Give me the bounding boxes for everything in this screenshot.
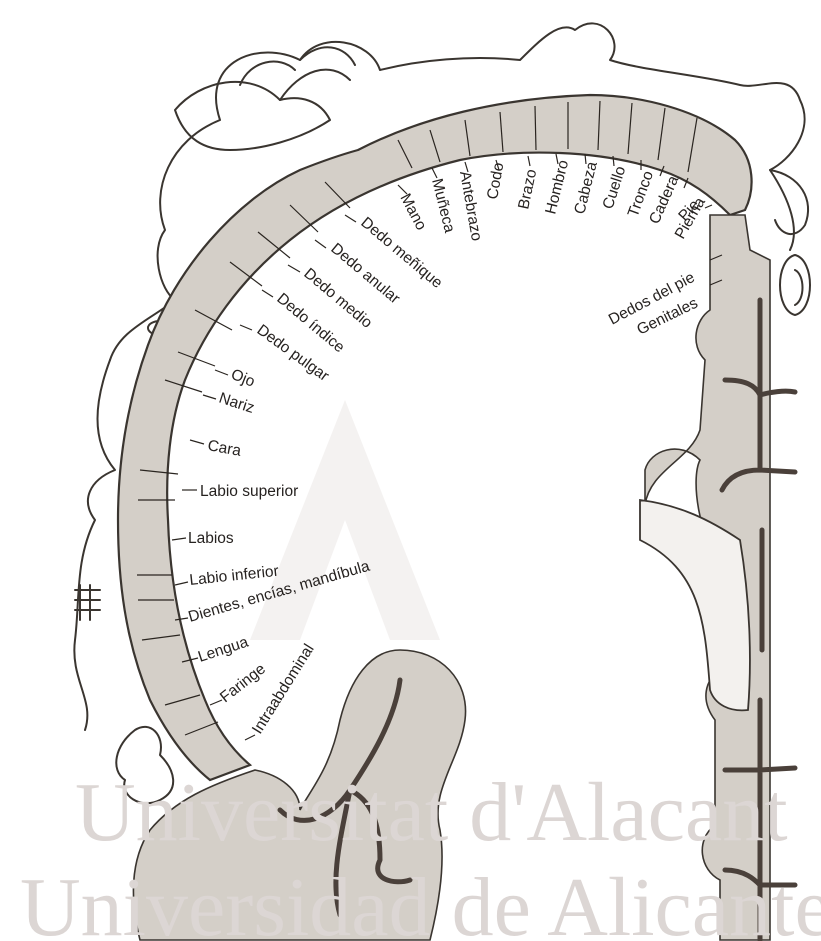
fingers-sketch — [240, 47, 355, 100]
label-cabeza: Cabeza — [571, 160, 601, 216]
face-sketch — [74, 360, 115, 730]
label-cuello: Cuello — [600, 164, 630, 211]
label-hombro: Hombro — [542, 158, 572, 216]
label-nariz: Nariz — [217, 390, 257, 417]
label-labio-sup: Labio superior — [200, 483, 298, 500]
watermark-line-2: Universidad de Alicante — [20, 861, 821, 941]
label-intraabdominal: Intraabdominal — [249, 641, 318, 737]
label-labio-inf: Labio inferior — [189, 563, 280, 589]
label-mano: Mano — [396, 191, 429, 233]
label-lengua: Lengua — [196, 634, 251, 666]
label-antebrazo: Antebrazo — [456, 170, 485, 243]
label-brazo: Brazo — [515, 168, 540, 211]
label-muneca: Muñeca — [428, 177, 458, 235]
watermark-logo — [250, 400, 440, 640]
label-codo: Codo — [484, 161, 507, 200]
genitals-sketch — [780, 255, 810, 315]
hand-sketch — [175, 82, 330, 150]
label-faringe: Faringe — [217, 660, 269, 706]
label-ojo: Ojo — [229, 366, 258, 391]
label-labios: Labios — [188, 530, 234, 547]
label-cara: Cara — [206, 437, 242, 460]
watermark-line-1: Universitat d'Alacant — [75, 766, 788, 859]
